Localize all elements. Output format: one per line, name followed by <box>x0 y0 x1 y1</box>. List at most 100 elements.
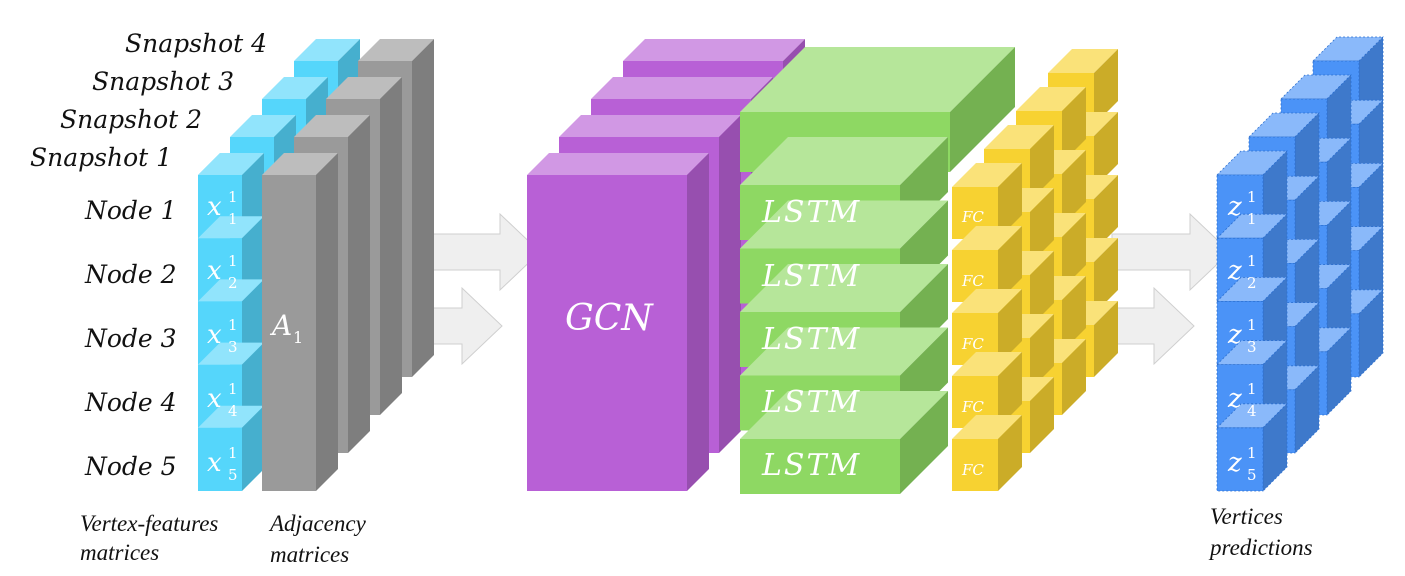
fc-label-3: FC <box>961 335 984 353</box>
svg-text:z: z <box>1227 448 1242 478</box>
vertex-feature-1: x 1 1 <box>207 188 238 228</box>
prediction-5: z 1 5 <box>1227 444 1257 484</box>
vertex-cell-5 <box>198 405 264 491</box>
prediction-2: z 1 2 <box>1227 252 1257 292</box>
lstm-layer-4-top <box>740 327 948 376</box>
svg-text:1: 1 <box>1247 252 1257 270</box>
fc-cube-c1-r5-side <box>998 415 1022 491</box>
adjacency-front-side <box>316 153 338 491</box>
fc-cube-c1-r3-side <box>998 289 1022 365</box>
lstm-back-block-top <box>740 47 1015 112</box>
svg-text:5: 5 <box>228 466 238 484</box>
vertex-feature-3: x 1 3 <box>207 316 238 356</box>
gcn-block-1-front <box>527 175 687 491</box>
svg-text:1: 1 <box>1247 316 1257 334</box>
svg-text:z: z <box>1227 384 1242 414</box>
adjacency-stack-snapshot-3-top <box>326 77 402 99</box>
fc-cube-c4-r5-side <box>1094 301 1118 377</box>
lstm-back-block-side <box>950 47 1015 172</box>
gcn-block-1-top <box>527 153 709 175</box>
fc-cube-c2-r2-side <box>1030 188 1054 264</box>
svg-text:3: 3 <box>228 338 238 356</box>
fc-cube-c1-r1-side <box>998 163 1022 239</box>
adjacency-stack-snapshot-3-side <box>380 77 402 415</box>
fc-cube-c1-r1-top <box>952 163 1022 187</box>
prediction-1: z 1 1 <box>1227 188 1257 228</box>
svg-text:1: 1 <box>228 188 238 206</box>
fc-cube-c1-r2-side <box>998 226 1022 302</box>
svg-text:1: 1 <box>1247 188 1257 206</box>
svg-text:1: 1 <box>1247 380 1257 398</box>
svg-text:x: x <box>207 192 222 222</box>
fc-label-2: FC <box>961 272 984 290</box>
adjacency-front-front <box>262 175 316 491</box>
lstm-layer-3-top <box>740 264 948 312</box>
fc-cube-c4-r1-side <box>1094 49 1118 125</box>
fc-cube-c2-r1-side <box>1030 125 1054 201</box>
svg-text:1: 1 <box>228 316 238 334</box>
fc-cube-c3-r4-side <box>1062 276 1086 352</box>
gcn-block-1 <box>527 153 709 491</box>
arrow-back-1 <box>421 212 541 292</box>
svg-text:2: 2 <box>228 274 238 292</box>
gcn-block-2-side <box>719 115 741 453</box>
fc-cube-c1-r4-top <box>952 352 1022 376</box>
vertex-front-top-side <box>242 153 264 176</box>
svg-text:5: 5 <box>1247 466 1257 484</box>
svg-text:x: x <box>207 448 222 478</box>
fc-cube-c3-r1-top <box>1016 87 1086 111</box>
svg-text:4: 4 <box>228 402 238 420</box>
vertex-front-top <box>198 153 264 176</box>
svg-text:1: 1 <box>228 252 238 270</box>
fc-cube-c3-r2-side <box>1062 150 1086 226</box>
adjacency-label: A 1 <box>269 309 303 347</box>
vertex-features-caption-line-1: Vertex-features <box>80 511 218 536</box>
svg-text:z: z <box>1227 192 1242 222</box>
vertex-cell-5-front <box>198 427 242 491</box>
fc-cube-c1-r4-side <box>998 352 1022 428</box>
adjacency-stack-snapshot-4-side <box>412 39 434 377</box>
svg-text:x: x <box>207 384 222 414</box>
fc-cube-c3-r1-side <box>1062 87 1086 163</box>
fc-cube-c2-r3-side <box>1030 251 1054 327</box>
svg-text:1: 1 <box>293 328 303 347</box>
fc-label-4: FC <box>961 398 984 416</box>
svg-text:1: 1 <box>228 444 238 462</box>
predictions-caption-line-1: Vertices <box>1210 504 1283 529</box>
fc-cube-c4-r2-side <box>1094 112 1118 188</box>
prediction-cell-s1-r5-front <box>1216 427 1264 492</box>
gcn-block-4-top <box>623 39 805 61</box>
adjacency-stack-snapshot-4-top <box>358 39 434 61</box>
adjacency-stack-snapshot-2-side <box>348 115 370 453</box>
svg-text:1: 1 <box>1247 444 1257 462</box>
lstm-label-5: LSTM <box>761 448 861 483</box>
fc-label-1: FC <box>961 208 984 226</box>
svg-text:1: 1 <box>228 380 238 398</box>
adjacency-front <box>262 153 338 491</box>
svg-text:x: x <box>207 256 222 286</box>
fc-cube-c1-r5 <box>952 415 1022 491</box>
node-1-label: Node 1 <box>84 196 177 225</box>
svg-text:3: 3 <box>1247 338 1257 356</box>
fc-label-5: FC <box>961 461 984 479</box>
svg-text:z: z <box>1227 256 1242 286</box>
svg-text:1: 1 <box>228 210 238 228</box>
node-4-label: Node 4 <box>84 388 177 417</box>
fc-cube-c3-r5-side <box>1062 339 1086 415</box>
fc-cube-c2-r5-side <box>1030 377 1054 453</box>
vertex-features-caption-line-2: matrices <box>80 540 159 565</box>
gcn-block-2-top <box>559 115 741 137</box>
snapshot-2-label: Snapshot 2 <box>60 105 202 134</box>
node-3-label: Node 3 <box>84 324 177 353</box>
snapshot-4-label: Snapshot 4 <box>125 29 267 58</box>
lstm-label-4: LSTM <box>761 385 861 420</box>
lstm-layer-2-top <box>740 200 948 249</box>
fc-cube-c4-r1-top <box>1048 49 1118 73</box>
svg-text:1: 1 <box>1247 210 1257 228</box>
lstm-layer-5 <box>740 391 948 494</box>
fc-cube-c1-r5-front <box>952 439 998 491</box>
lstm-layer-1-top <box>740 137 948 185</box>
adjacency-front-top <box>262 153 338 175</box>
gcn-label: GCN <box>565 298 654 339</box>
